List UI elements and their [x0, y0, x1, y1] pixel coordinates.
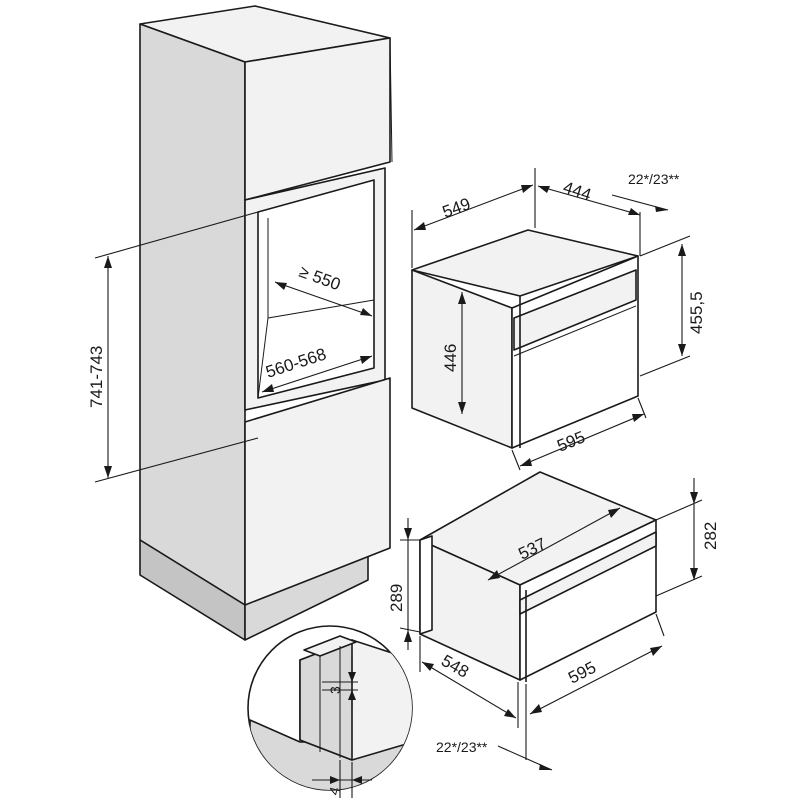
drawer-front-strip [519, 531, 657, 615]
cabinet-upper-door [244, 37, 391, 201]
arrow-head [655, 206, 668, 212]
arrow-head [414, 222, 426, 230]
ext-line [399, 627, 421, 633]
dim-arrow-drawer-width [529, 645, 663, 715]
label-front-offset-bottom: 22*/23** [436, 739, 488, 755]
dim-arrow-niche-width [261, 355, 373, 393]
arrow-head [690, 568, 698, 580]
arrow-head [521, 185, 533, 193]
label-drawer-width: 595 [565, 658, 599, 688]
ext-line [511, 449, 521, 471]
arrow-head [330, 776, 340, 784]
arrow-head [538, 186, 550, 193]
arrow-head [422, 662, 434, 671]
arrow-head [352, 776, 362, 784]
arrow-head [530, 704, 542, 714]
arrow-head [632, 414, 644, 422]
tall-cabinet [139, 5, 393, 641]
ext-line [639, 355, 691, 377]
arrow-head [488, 570, 500, 580]
arrow-head [628, 208, 640, 215]
upper-door-edge [389, 37, 393, 163]
niche-inner-floor [257, 317, 269, 399]
arrow-head [678, 244, 686, 256]
label-oven-front-height: 455,5 [687, 291, 706, 334]
dim-arrow-drawer-body-depth [421, 661, 517, 719]
label-oven-body-height: 446 [441, 344, 460, 372]
arrow-head [608, 508, 620, 518]
arrow-head [104, 466, 112, 478]
arrow-head [678, 344, 686, 356]
detail-base-line [249, 719, 301, 743]
arrow-head [104, 256, 112, 268]
arrow-head [348, 690, 356, 700]
cabinet-side-panel [139, 23, 246, 606]
arrow-head [404, 528, 412, 540]
arrow-head [520, 458, 532, 466]
dim-line-niche-bottom [94, 437, 259, 483]
ext-line [655, 499, 703, 521]
drawer-dimensions: 537 282 289 548 595 22*/23** [387, 478, 720, 771]
arrow-head [262, 384, 274, 392]
label-oven-body-depth: 444 [561, 178, 594, 205]
arrow-head [458, 292, 466, 304]
arrow-head [360, 356, 372, 364]
arrow-head [539, 764, 552, 770]
arrow-head [504, 709, 516, 718]
dim-arrow-niche-depth [274, 281, 373, 317]
arrow-head [690, 492, 698, 504]
arrow-head [404, 630, 412, 642]
label-front-offset-top: 22*/23** [628, 171, 680, 187]
warming-drawer [419, 471, 657, 682]
label-drawer-front-height: 289 [387, 584, 406, 612]
drawer-front-flange [419, 535, 433, 635]
arrow-head [275, 282, 287, 290]
label-niche-height: 741-743 [87, 346, 106, 408]
arrow-head [650, 646, 662, 656]
dim-arrow-drawer-depth [487, 507, 621, 581]
niche-opening [257, 179, 375, 399]
arrow-head [348, 672, 356, 682]
ext-line [655, 613, 665, 637]
oven-door-line [513, 305, 637, 357]
label-detail-offset: 4 [325, 785, 343, 797]
arrow-head [360, 308, 372, 316]
detail-panel-edge [299, 639, 353, 761]
detail-frame-top [303, 635, 357, 657]
label-detail-gap: 3 [327, 686, 343, 694]
ext-line [637, 397, 647, 419]
detail-view: 3 4 [247, 625, 413, 798]
ext-line [655, 575, 703, 597]
label-oven-width: 595 [554, 427, 587, 455]
label-oven-depth: 549 [440, 194, 473, 222]
dim-arrow-oven-width [519, 413, 645, 467]
dim-arrow-oven-body-depth [537, 185, 641, 216]
oven-appliance [411, 229, 639, 449]
arrow-head [458, 402, 466, 414]
oven-control-panel [513, 269, 637, 351]
dim-arrow-oven-depth [413, 184, 534, 231]
cabinet-lower-door [244, 377, 391, 606]
ext-line [639, 235, 691, 257]
dim-line-niche-top [94, 211, 259, 259]
label-drawer-side-height: 282 [701, 522, 720, 550]
